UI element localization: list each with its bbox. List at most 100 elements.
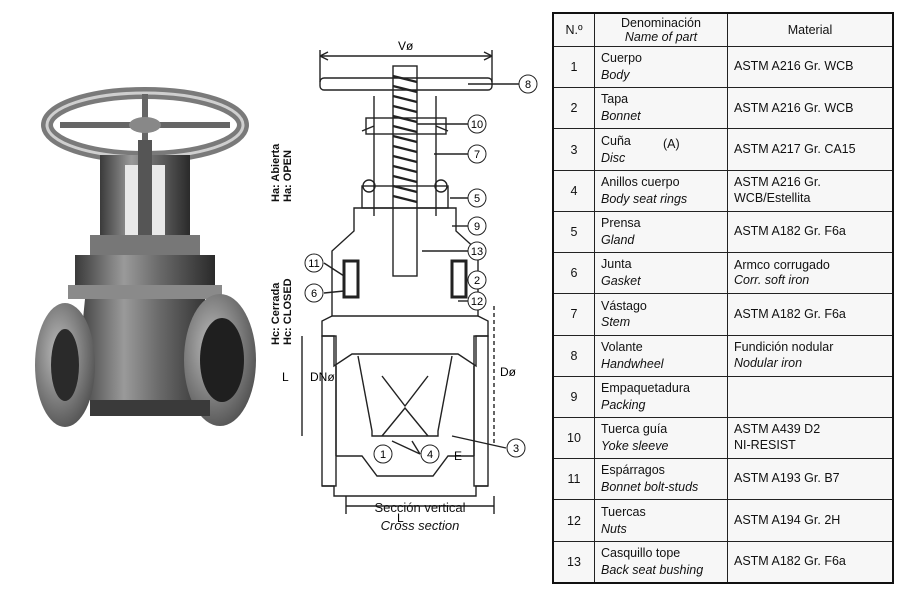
- callout-4: 4: [420, 444, 440, 464]
- callout-label: 13: [471, 246, 483, 258]
- part-name-en: Bonnet: [601, 109, 641, 124]
- callout-9: 9: [467, 216, 487, 236]
- material-line-2: Corr. soft iron: [734, 273, 810, 288]
- part-material: ASTM A216 Gr. WCB: [727, 45, 894, 89]
- part-name-en: Yoke sleeve: [601, 439, 669, 454]
- part-name-es: Casquillo tope: [601, 545, 681, 560]
- part-material: ASTM A216 Gr.WCB/Estellita: [727, 169, 894, 212]
- part-material: ASTM A193 Gr. B7: [727, 458, 894, 501]
- part-number: 13: [552, 540, 595, 584]
- material-line-1: ASTM A439 D2: [734, 422, 821, 437]
- part-name-es: Tuercas: [601, 504, 646, 519]
- callout-label: 11: [308, 258, 319, 270]
- dim-l-bottom-label: L: [397, 511, 404, 525]
- callout-1: 1: [373, 444, 393, 464]
- callout-label: 8: [525, 79, 531, 91]
- part-name-es: Volante: [601, 339, 643, 354]
- part-number: 1: [552, 45, 595, 89]
- part-name-en: Handwheel: [601, 356, 664, 371]
- part-material: ASTM A182 Gr. F6a: [727, 540, 894, 584]
- part-number: 9: [552, 375, 595, 418]
- part-material: ASTM A182 Gr. F6a: [727, 293, 894, 336]
- part-name-es: Junta: [601, 257, 632, 272]
- material-line-2: WCB/Estellita: [734, 190, 811, 205]
- part-name-en: Stem: [601, 315, 631, 330]
- callout-3: 3: [506, 438, 526, 458]
- callout-label: 7: [474, 149, 480, 161]
- material-line-1: ASTM A216 Gr.: [734, 175, 821, 190]
- callout-8: 8: [518, 74, 538, 94]
- part-name-en: Packing: [601, 397, 646, 412]
- part-number: 2: [552, 87, 595, 130]
- part-name-es: Cuerpo: [601, 51, 642, 66]
- header-name: Denominación Name of part: [594, 12, 728, 47]
- part-name-en: Disc: [601, 150, 626, 165]
- callout-label: 12: [471, 296, 483, 308]
- material-line-1: ASTM A182 Gr. F6a: [734, 306, 846, 321]
- part-name-es: Tuerca guía: [601, 422, 668, 437]
- table-header-row: N.º Denominación Name of part Material: [552, 12, 894, 47]
- part-name-es: Prensa: [601, 216, 641, 231]
- dim-v-label: Vø: [398, 39, 414, 53]
- material-line-1: Armco corrugado: [734, 257, 830, 272]
- material-line-2: Nodular iron: [734, 355, 803, 370]
- dim-dn-label: DNø: [310, 370, 335, 384]
- cross-section-drawing: 8 10 7 5 9 13 11 2 6 12 1 4 3 Vø DNø Dø …: [282, 39, 538, 525]
- material-line-1: Fundición nodular: [734, 340, 834, 355]
- part-name-es: Anillos cuerpo: [601, 174, 680, 189]
- part-name-en: Gasket: [601, 274, 641, 289]
- callout-13: 13: [467, 241, 487, 261]
- part-number: 3: [552, 128, 595, 171]
- callout-6: 6: [304, 283, 324, 303]
- callout-label: 9: [474, 221, 480, 233]
- callout-label: 5: [474, 193, 480, 205]
- part-number: 4: [552, 169, 595, 212]
- part-number: 5: [552, 210, 595, 254]
- part-number: 12: [552, 499, 595, 542]
- part-number: 8: [552, 334, 595, 377]
- part-name-en: Body seat rings: [601, 191, 688, 206]
- callout-label: 10: [471, 119, 483, 131]
- part-number: 6: [552, 252, 595, 295]
- part-number: 10: [552, 416, 595, 460]
- callout-label: 6: [311, 288, 317, 300]
- part-name-en: Back seat bushing: [601, 562, 704, 577]
- callout-10: 10: [467, 114, 487, 134]
- callout-12: 12: [467, 291, 487, 311]
- dim-l-left-label: L: [282, 370, 289, 384]
- part-material: ASTM A216 Gr. WCB: [727, 87, 894, 130]
- part-name-es: Vástago: [601, 298, 647, 313]
- part-number: 11: [552, 458, 595, 501]
- callout-label: 3: [513, 443, 519, 455]
- callout-label: 1: [380, 449, 386, 461]
- callout-label: 2: [474, 275, 480, 287]
- callout-11: 11: [304, 253, 324, 273]
- header-material: Material: [727, 12, 894, 47]
- callout-5: 5: [467, 188, 487, 208]
- dim-e-label: E: [454, 449, 462, 463]
- parts-table: N.º Denominación Name of part Material 1…: [552, 12, 894, 584]
- material-line-1: ASTM A194 Gr. 2H: [734, 512, 841, 527]
